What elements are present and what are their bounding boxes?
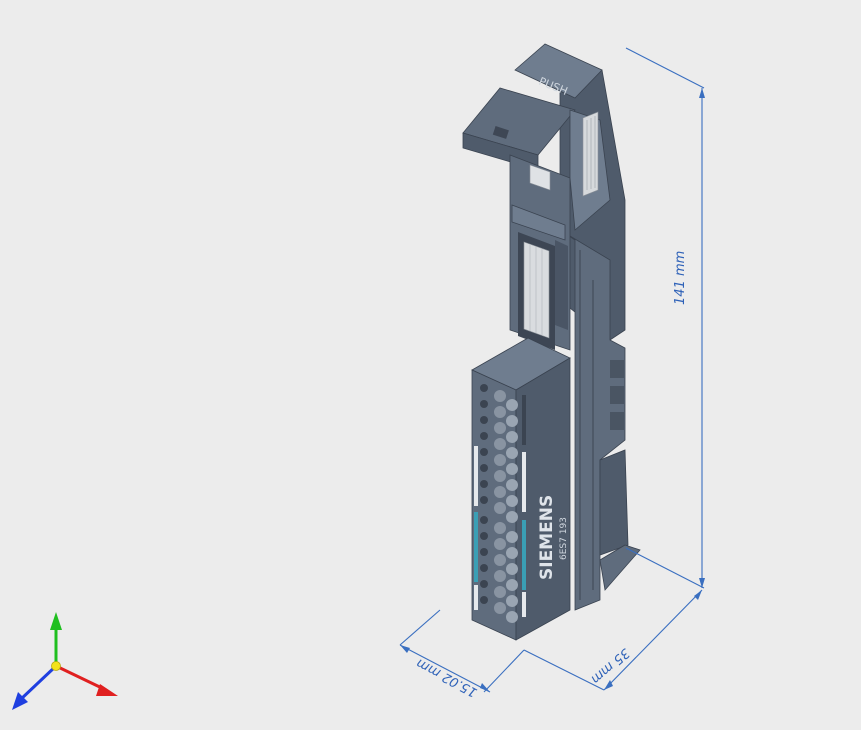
latch-slot	[492, 126, 509, 139]
shelf-ledge	[511, 204, 566, 241]
side-latch-slots	[610, 360, 624, 430]
side-grooves	[579, 250, 594, 600]
height-arrow-bottom	[699, 578, 705, 588]
x-axis-line	[55, 664, 107, 692]
upper-pin-connector	[582, 111, 599, 197]
width-extension-bottom	[483, 649, 525, 693]
height-extension-top	[625, 47, 705, 89]
height-extension-bottom	[625, 547, 705, 589]
terminal-base-unit-model[interactable]: PUSH	[462, 43, 641, 641]
backplane-pin-grid	[529, 245, 543, 335]
right-lower-foot	[599, 449, 629, 556]
width-extension-top	[399, 609, 441, 646]
brand-logo-text: SIEMENS	[537, 495, 557, 580]
upper-socket	[529, 164, 551, 191]
foot-ramp	[599, 544, 641, 591]
depth-arrow-right	[694, 590, 702, 600]
push-tab[interactable]	[514, 43, 603, 99]
z-axis-arrow-icon	[12, 692, 28, 710]
width-arrow-left	[400, 645, 410, 653]
depth-extension-left	[523, 649, 605, 691]
window-side	[555, 240, 568, 330]
z-axis-line	[18, 664, 58, 702]
origin-point-icon	[51, 661, 61, 671]
terminal-row-right[interactable]	[522, 395, 526, 617]
depth-arrow-left	[604, 680, 613, 690]
depth-dimension-line	[603, 589, 703, 691]
upper-pin-grid	[586, 116, 596, 190]
height-dimension-label: 141 mm	[673, 251, 688, 305]
width-dimension-label: 15.02 mm	[414, 655, 480, 700]
xyz-axis-triad-icon[interactable]	[12, 612, 118, 710]
backplane-pin-connector	[523, 241, 550, 339]
width-arrow-right	[480, 683, 490, 692]
width-dimension-line	[399, 644, 491, 693]
terminal-row-left[interactable]	[474, 384, 518, 623]
y-axis-arrow-icon	[50, 612, 62, 630]
x-axis-arrow-icon	[96, 684, 118, 696]
height-arrow-top	[699, 88, 705, 98]
part-number-label: 6ES7 193	[559, 517, 569, 560]
